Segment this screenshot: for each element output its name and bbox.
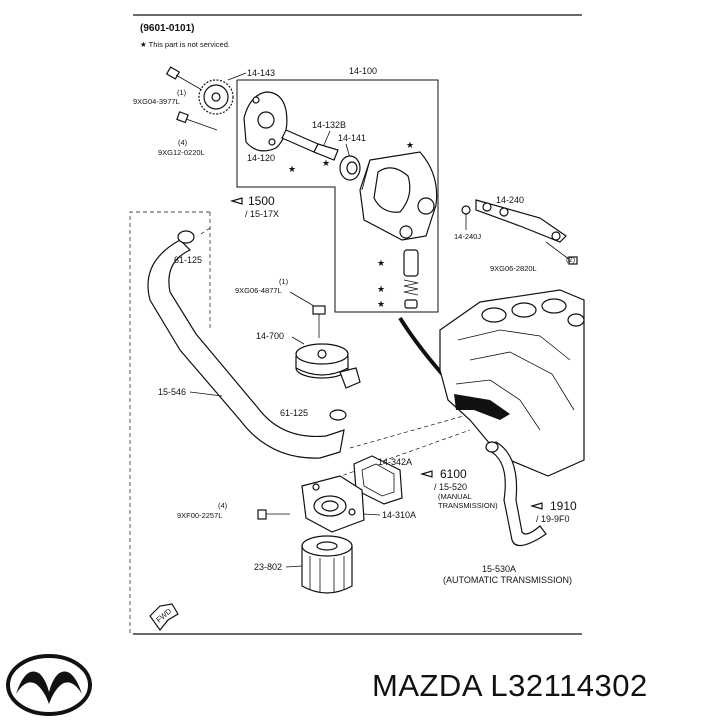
label-9xg06-2820: 9XG06-2820L bbox=[490, 264, 537, 273]
clip-14-240j bbox=[461, 205, 471, 215]
bolt-9xg12 bbox=[176, 111, 218, 131]
label-9xg12: 9XG12-0220L bbox=[158, 148, 205, 157]
relief-valve-plunger bbox=[403, 249, 419, 277]
ref-1910: 1910 bbox=[550, 499, 577, 513]
label-9xg04: 9XG04-3977L bbox=[133, 97, 180, 106]
label-15-546: 15-546 bbox=[158, 387, 186, 397]
bracket-line-left bbox=[129, 211, 210, 634]
label-9xg06-4877: 9XG06-4877L bbox=[235, 286, 282, 295]
shaft-14-132b bbox=[281, 129, 339, 161]
star-14-120: ★ bbox=[288, 164, 296, 174]
label-14-120: 14-120 bbox=[247, 153, 275, 163]
oil-cooler-14-700 bbox=[295, 343, 361, 389]
label-2-a: (2) bbox=[566, 255, 576, 264]
label-transmission: TRANSMISSION) bbox=[438, 501, 498, 510]
label-14-132b: 14-132B bbox=[312, 120, 346, 130]
ref-15-520: / 15-520 bbox=[434, 482, 467, 492]
engine-block bbox=[439, 289, 585, 477]
label-15-530a: 15-530A bbox=[482, 564, 516, 574]
bolt-9xg06-4877 bbox=[312, 305, 326, 338]
oil-pump-body bbox=[359, 151, 438, 241]
ref-6100: 6100 bbox=[440, 467, 467, 481]
label-1-b: (1) bbox=[279, 277, 289, 286]
oil-filter-23-802 bbox=[301, 535, 353, 594]
label-61-125-a: 61-125 bbox=[174, 255, 202, 265]
label-4-a: (4) bbox=[178, 138, 188, 147]
filter-adapter-14-310a bbox=[301, 475, 365, 533]
label-14-240: 14-240 bbox=[496, 195, 524, 205]
relief-valve-spring bbox=[403, 279, 419, 296]
label-14-143: 14-143 bbox=[247, 68, 275, 78]
hose-15-546 bbox=[147, 239, 345, 459]
label-14-342a: 14-342A bbox=[378, 457, 412, 467]
label-14-240j: 14-240J bbox=[454, 232, 481, 241]
label-auto-trans: (AUTOMATIC TRANSMISSION) bbox=[443, 575, 572, 585]
star-plunger: ★ bbox=[377, 258, 385, 268]
bolt-9xg06-2820 bbox=[545, 241, 578, 265]
star-plug: ★ bbox=[377, 299, 385, 309]
star-14-141: ★ bbox=[322, 158, 330, 168]
ref-15-17x: / 15-17X bbox=[245, 209, 279, 219]
part-number-title: MAZDA L32114302 bbox=[372, 668, 648, 703]
ref-1500: 1500 bbox=[248, 194, 275, 208]
clamp-61-125-a bbox=[177, 230, 195, 244]
fwd-arrow-icon: FWD bbox=[149, 603, 179, 631]
header-code: (9601-0101) bbox=[140, 23, 194, 34]
star-pump-body: ★ bbox=[406, 140, 414, 150]
hose-15-530a bbox=[485, 441, 547, 547]
relief-valve-plug bbox=[404, 299, 418, 309]
label-14-700: 14-700 bbox=[256, 331, 284, 341]
label-14-100: 14-100 bbox=[349, 66, 377, 76]
rotor-14-141 bbox=[339, 155, 361, 181]
star-spring: ★ bbox=[377, 284, 385, 294]
not-serviced-note: ★ This part is not serviced. bbox=[140, 40, 230, 49]
label-14-141: 14-141 bbox=[338, 133, 366, 143]
label-14-310a: 14-310A bbox=[382, 510, 416, 520]
label-manual: (MANUAL bbox=[438, 492, 472, 501]
ref-arrow-1910 bbox=[529, 502, 543, 510]
bolt-9xf00 bbox=[257, 509, 290, 520]
ref-arrow-6100 bbox=[419, 470, 433, 478]
tensioner-14-240 bbox=[475, 199, 567, 243]
label-61-125-b: 61-125 bbox=[280, 408, 308, 418]
oil-pump-group-box bbox=[236, 79, 439, 313]
mazda-logo-icon bbox=[6, 654, 92, 716]
bolt-9xg04 bbox=[165, 66, 203, 91]
label-9xf00: 9XF00-2257L bbox=[177, 511, 222, 520]
label-23-802: 23-802 bbox=[254, 562, 282, 572]
label-4-b: (4) bbox=[218, 501, 228, 510]
ref-arrow-1500 bbox=[229, 197, 243, 205]
clamp-61-125-b bbox=[329, 409, 347, 421]
sprocket-14-143 bbox=[198, 79, 234, 115]
label-1-a: (1) bbox=[177, 88, 187, 97]
ref-19-9f0: / 19-9F0 bbox=[536, 514, 570, 524]
